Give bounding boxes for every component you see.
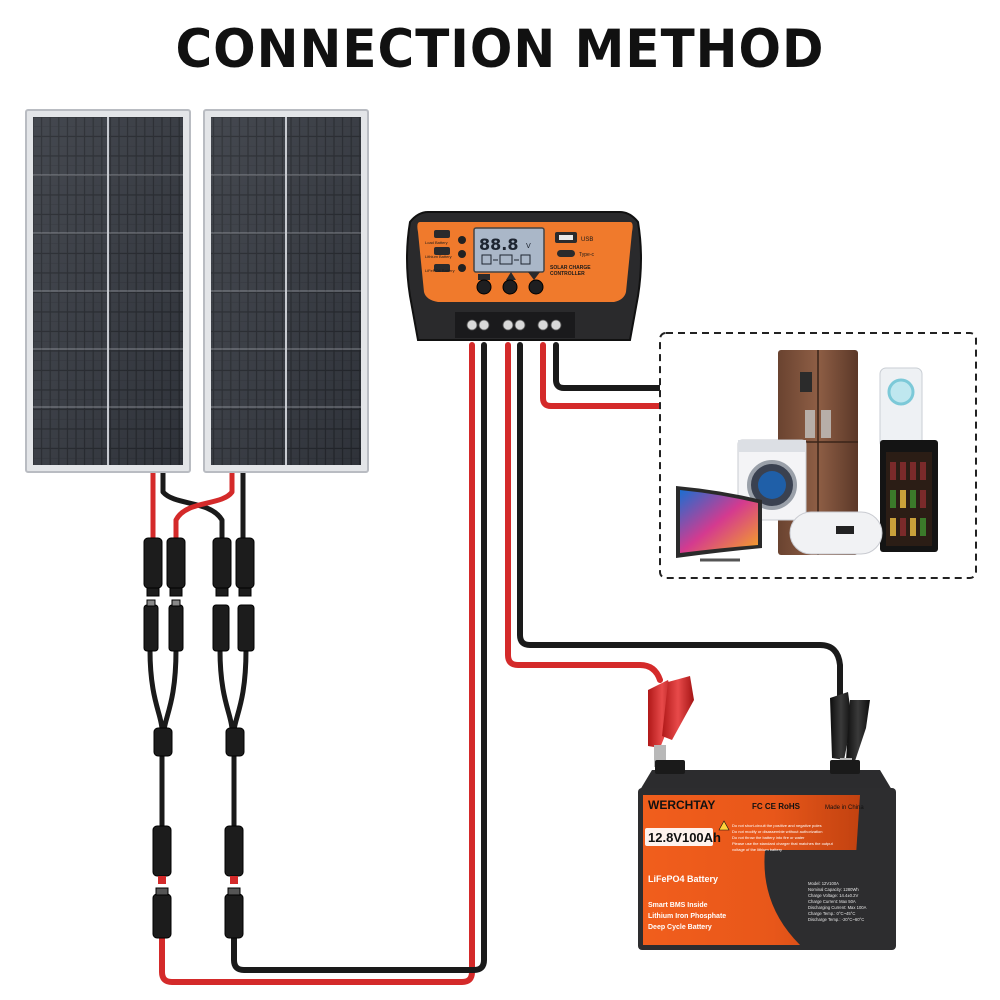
television-icon — [676, 486, 762, 562]
solar-panel-2 — [203, 109, 369, 473]
panel-indicator-icon — [478, 274, 490, 280]
solar-panel-1 — [25, 109, 191, 473]
water-heater-icon — [789, 511, 883, 555]
svg-text:Please use the standard charge: Please use the standard charger that mat… — [732, 841, 834, 846]
load-positive-cable — [540, 342, 663, 409]
mc4-connector — [212, 537, 232, 597]
positive-clamp — [648, 676, 694, 767]
battery-origin: Made in China — [825, 805, 864, 811]
typec-port[interactable] — [557, 250, 575, 257]
lifepo4-battery: WERCHTAY FC CE RoHS Made in China 12.8V1… — [638, 760, 896, 950]
battery-feature-2: Lithium Iron Phosphate — [648, 913, 726, 920]
label-load-battery: Load Battery — [425, 240, 448, 245]
lcd-flow-icon — [481, 254, 531, 265]
mc4-connector — [166, 537, 186, 597]
lcd-unit: V — [526, 242, 531, 250]
wine-cooler-icon — [880, 440, 938, 552]
svg-text:Charge Voltage: 14.4±0.2V: Charge Voltage: 14.4±0.2V — [808, 893, 858, 898]
button-menu[interactable] — [476, 279, 492, 295]
svg-text:Nominal Capacity: 1280Wh: Nominal Capacity: 1280Wh — [808, 887, 859, 892]
warning-icon — [718, 820, 730, 831]
button-down[interactable] — [528, 279, 544, 295]
svg-text:Discharge Temp.: -20°C~60°C: Discharge Temp.: -20°C~60°C — [808, 917, 864, 922]
terminal-screws — [466, 319, 562, 331]
label-lithium-battery: Lithium Battery — [425, 254, 452, 259]
svg-text:voltage of the lithium battery: voltage of the lithium battery — [732, 847, 782, 852]
pv-negative-cable — [231, 342, 487, 973]
mc4-connector — [152, 887, 172, 939]
mc4-connector — [237, 604, 255, 652]
battery-feature-1: Smart BMS Inside — [648, 902, 708, 909]
mc4-connector — [224, 825, 244, 884]
lifepo4-battery-led — [458, 264, 466, 272]
dehumidifier-icon — [879, 367, 923, 449]
y-branch-right — [217, 647, 249, 733]
svg-text:Do not throw the battery into: Do not throw the battery into fire or wa… — [732, 835, 805, 840]
lcd-reading: 88.8 — [479, 235, 518, 254]
svg-text:Do not modify or disassemble w: Do not modify or disassemble without aut… — [732, 829, 823, 834]
y-branch-left — [147, 647, 179, 733]
mc4-connector — [168, 599, 184, 652]
svg-text:Discharging Current: Max 100A: Discharging Current: Max 100A — [808, 905, 867, 910]
load-negative-cable — [553, 342, 663, 391]
battery-capacity: 12.8V100Ah — [648, 830, 721, 845]
battery-certifications: FC CE RoHS — [752, 802, 801, 811]
load-indicator-icon — [528, 272, 540, 280]
y-splitter — [225, 727, 245, 757]
mc4-connector — [212, 604, 230, 652]
mc4-connector — [143, 599, 159, 652]
label-lifepo4-battery: LiFePO4 Battery — [425, 268, 455, 273]
extension-connectors — [152, 825, 244, 939]
battery-warnings: Do not short-circuit the positive and ne… — [732, 823, 834, 852]
panel1-negative-lead — [160, 469, 225, 548]
lithium-battery-led — [458, 250, 466, 258]
battery-brand: WERCHTAY — [648, 798, 715, 812]
product-label-line2: CONTROLLER — [550, 271, 585, 277]
y-branch-connectors — [143, 599, 255, 757]
typec-label: Type-c — [579, 252, 595, 258]
battery-positive-cable — [505, 342, 663, 683]
load-battery-led — [458, 236, 466, 244]
mc4-connector — [224, 887, 244, 939]
mc4-connectors-top — [143, 537, 255, 597]
mc4-connector — [235, 537, 255, 597]
product-label-line1: SOLAR CHARGE — [550, 265, 591, 271]
battery-feature-3: Deep Cycle Battery — [648, 924, 712, 931]
wires — [147, 342, 843, 985]
battery-specs: Model: 12V100A Nominal Capacity: 1280Wh … — [808, 881, 867, 922]
solar-charge-controller: Load Battery Lithium Battery LiFePO4 Bat… — [406, 211, 642, 341]
battery-chemistry: LiFePO4 Battery — [648, 874, 718, 884]
mc4-connector — [143, 537, 163, 597]
panel2-positive-lead — [173, 469, 235, 548]
usb-label: USB — [581, 237, 593, 243]
page-title: CONNECTION METHOD — [175, 18, 825, 80]
pv-positive-cable — [159, 342, 475, 985]
battery-negative-cable — [517, 342, 843, 703]
svg-text:Charge Current: Max 50A: Charge Current: Max 50A — [808, 899, 856, 904]
svg-text:Model: 12V100A: Model: 12V100A — [808, 881, 839, 886]
svg-text:Charge Temp.: 0°C~45°C: Charge Temp.: 0°C~45°C — [808, 911, 855, 916]
load-appliances-box — [659, 332, 977, 579]
button-up[interactable] — [502, 279, 518, 295]
svg-text:Do not short-circuit the posit: Do not short-circuit the positive and ne… — [732, 823, 822, 828]
y-splitter — [153, 727, 173, 757]
warning-triangle-icon — [506, 272, 516, 280]
mc4-connector — [152, 825, 172, 884]
